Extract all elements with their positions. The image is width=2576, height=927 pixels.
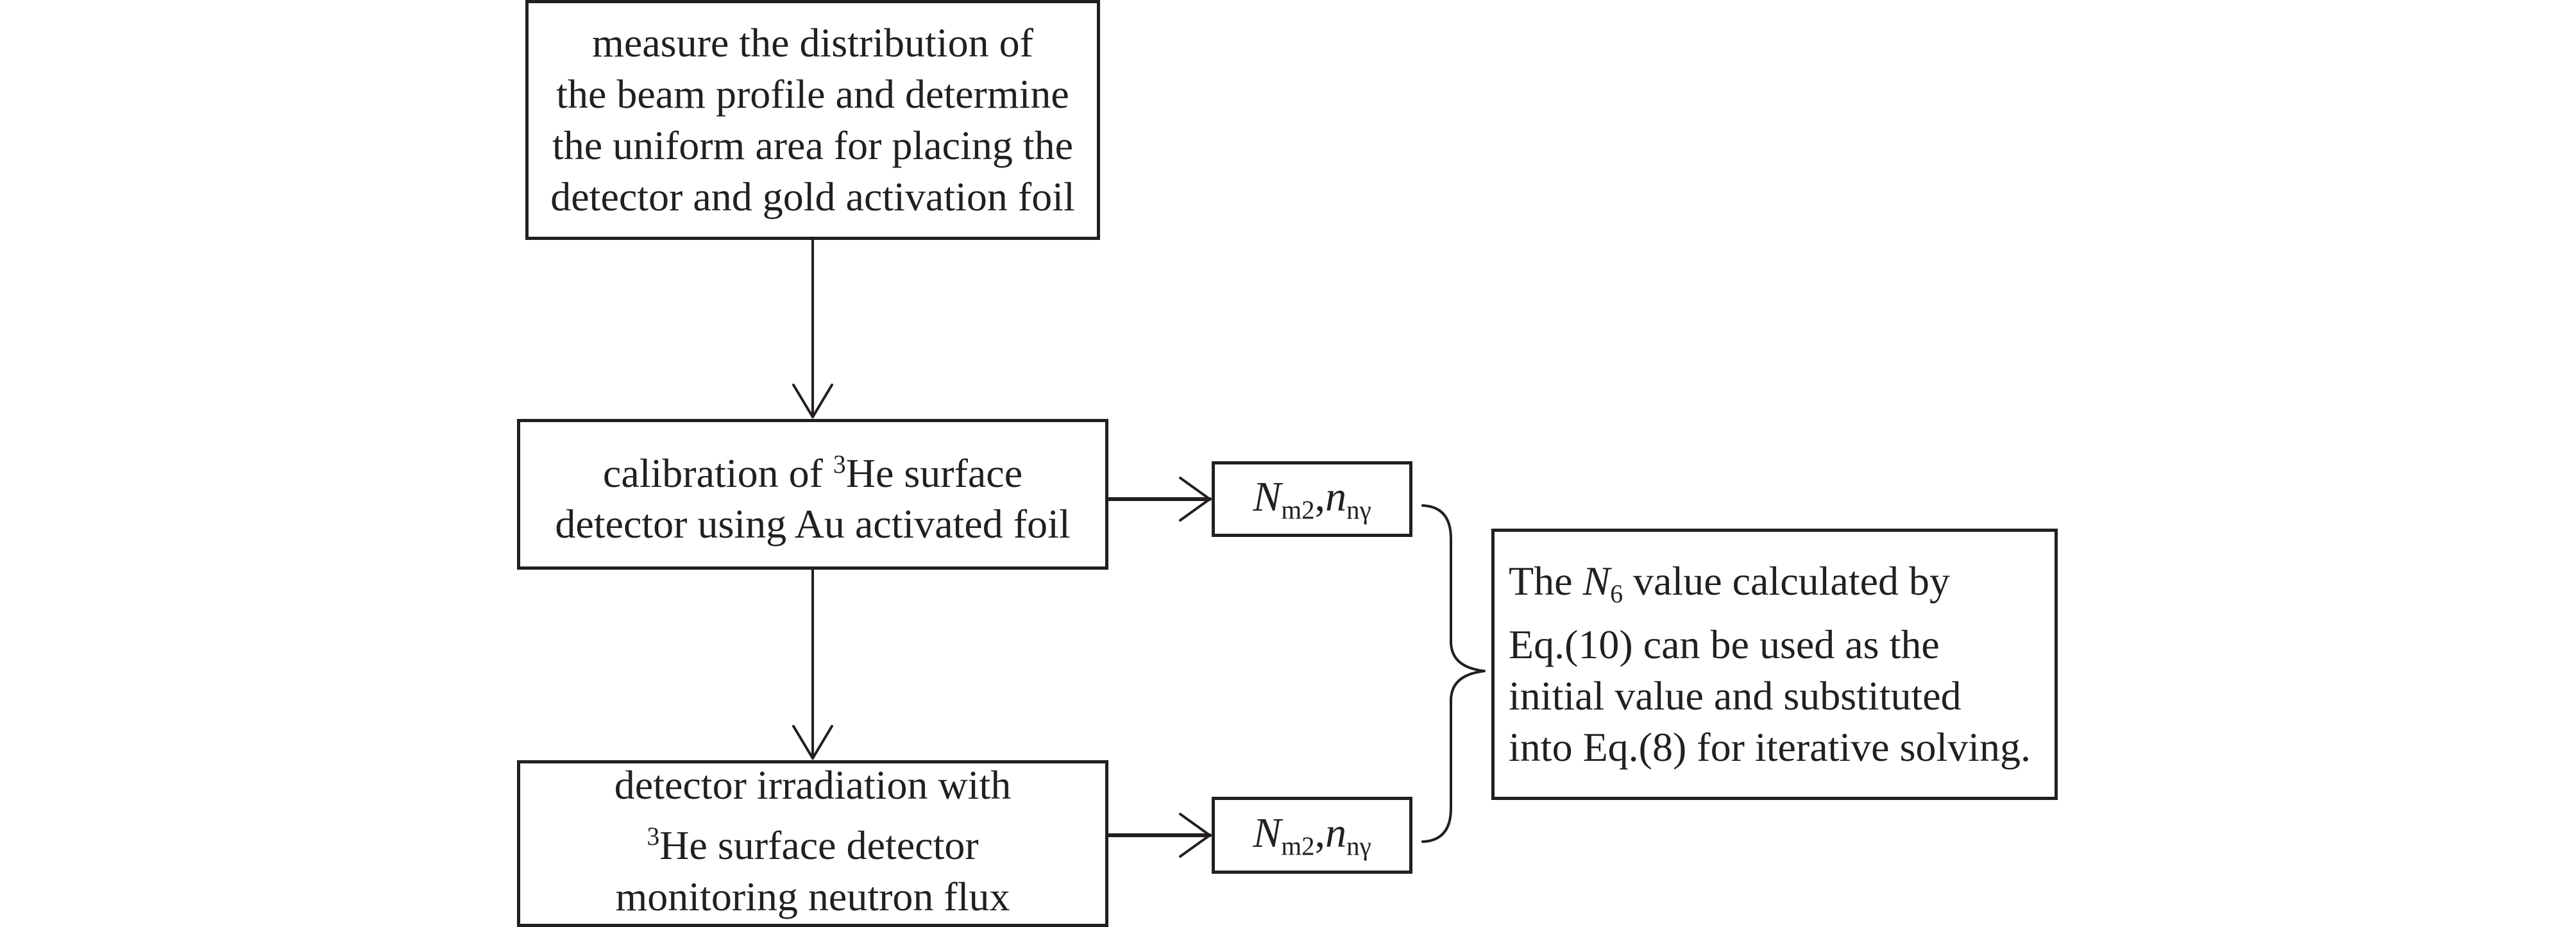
step-2-text: calibration of — [602, 450, 833, 496]
subscript: m2 — [1281, 495, 1315, 525]
step-3-text: He surface detector — [659, 822, 979, 868]
variable: N — [1253, 473, 1282, 521]
subscript: nγ — [1346, 831, 1371, 861]
output-2-expression: Nm2,nnγ — [1253, 809, 1371, 861]
separator: , — [1314, 810, 1326, 857]
separator: , — [1314, 473, 1326, 521]
variable: N — [1253, 810, 1282, 857]
step-2-line-2: detector using Au activated foil — [555, 501, 1071, 547]
step-measure-beam-profile: measure the distribution of the beam pro… — [525, 0, 1100, 240]
note-line-3: initial value and substituted — [1509, 673, 1962, 719]
note-text: value calculated by — [1623, 557, 1950, 604]
subscript: nγ — [1346, 495, 1371, 525]
subscript: m2 — [1281, 831, 1315, 861]
step-3-line-1: detector irradiation with — [614, 762, 1012, 808]
note-iterative-solving: The N6 value calculated by Eq.(10) can b… — [1491, 529, 2058, 800]
step-detector-irradiation: detector irradiation with 3He surface de… — [517, 760, 1108, 927]
variable: N — [1582, 557, 1611, 604]
output-values-calibration: Nm2,nnγ — [1212, 461, 1412, 537]
step-1-line-1: measure the distribution of — [592, 20, 1033, 65]
note-line-1: The N6 value calculated by — [1509, 556, 1950, 620]
arrow-head-step1-to-step2 — [792, 384, 833, 418]
variable: n — [1325, 473, 1347, 521]
note-line-4: into Eq.(8) for iterative solving. — [1509, 724, 2031, 770]
step-1-line-4: detector and gold activation foil — [550, 174, 1075, 219]
note-text: The — [1509, 557, 1583, 604]
brace-icon — [1421, 504, 1486, 843]
arrow-head-step2-to-output1 — [1179, 477, 1211, 522]
step-3-line-2: 3He surface detector — [647, 811, 978, 871]
variable: n — [1325, 810, 1347, 857]
step-2-line-1: calibration of 3He surface — [603, 439, 1022, 499]
arrow-head-step3-to-output2 — [1179, 813, 1211, 858]
superscript: 3 — [833, 450, 846, 479]
output-values-irradiation: Nm2,nnγ — [1212, 797, 1412, 874]
step-calibration: calibration of 3He surface detector usin… — [517, 419, 1108, 570]
subscript: 6 — [1610, 579, 1623, 608]
superscript: 3 — [647, 822, 660, 851]
note-line-2: Eq.(10) can be used as the — [1509, 622, 1940, 668]
output-1-expression: Nm2,nnγ — [1253, 473, 1371, 525]
step-2-text: He surface — [845, 450, 1023, 496]
step-1-line-3: the uniform area for placing the — [552, 123, 1074, 168]
step-3-line-3: monitoring neutron flux — [615, 873, 1010, 919]
step-1-line-2: the beam profile and determine — [556, 71, 1069, 117]
arrow-head-step2-to-step3 — [792, 725, 833, 760]
